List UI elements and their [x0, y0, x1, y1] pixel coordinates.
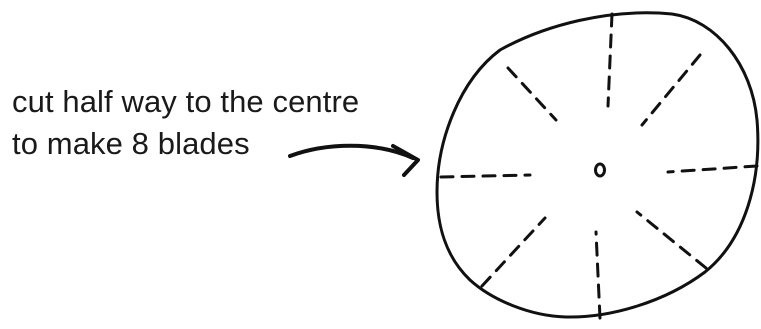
- cut-line-top-right: [642, 55, 700, 125]
- arrow-head: [393, 146, 418, 175]
- cut-line-left: [441, 175, 530, 177]
- cut-line-right: [668, 166, 757, 172]
- cut-line-top: [608, 14, 612, 106]
- cut-line-top-left: [508, 68, 556, 120]
- centre-hole: [596, 164, 605, 176]
- arrow-icon: [290, 146, 418, 175]
- cut-line-bottom-right: [637, 212, 706, 268]
- cut-line-bottom: [596, 232, 600, 318]
- cut-line-bottom-left: [482, 218, 545, 286]
